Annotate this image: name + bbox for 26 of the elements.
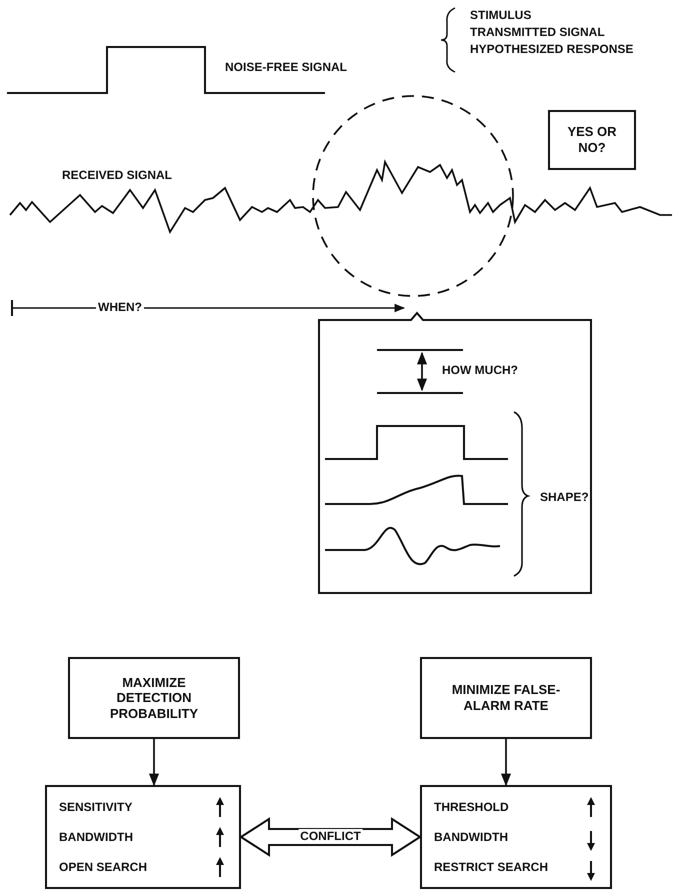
factor-label: THRESHOLD [434,801,509,815]
detail-panel [318,311,592,594]
answer-box [548,110,636,170]
signal-label: NOISE-FREE SIGNAL [225,60,348,74]
question-label: HOW MUCH? [442,364,518,378]
factor-box [45,785,241,889]
question-label: SHAPE? [540,491,589,505]
box-label: MAXIMIZE DETECTION PROBABILITY [108,674,200,722]
arrow [500,739,512,786]
factor-label: BANDWIDTH [59,831,133,845]
factor-label: SENSITIVITY [59,801,132,815]
goal-box [420,657,592,739]
signal-label: RECEIVED SIGNAL [62,168,172,182]
factor-label: OPEN SEARCH [59,861,148,875]
list-item: STIMULUS [470,8,532,22]
goal-box [68,657,240,739]
factor-label: RESTRICT SEARCH [434,861,548,875]
box-label: MINIMIZE FALSE-ALARM RATE [450,682,562,714]
list-item: TRANSMITTED SIGNAL [470,25,605,40]
arrow [148,739,160,786]
box-label: YES OR NO? [566,124,618,156]
dashed-circle [312,95,514,297]
factor-box [420,785,612,889]
edge-label: CONFLICT [298,829,363,844]
list-item: HYPOTHESIZED RESPONSE [470,42,634,56]
factor-label: BANDWIDTH [434,831,508,845]
